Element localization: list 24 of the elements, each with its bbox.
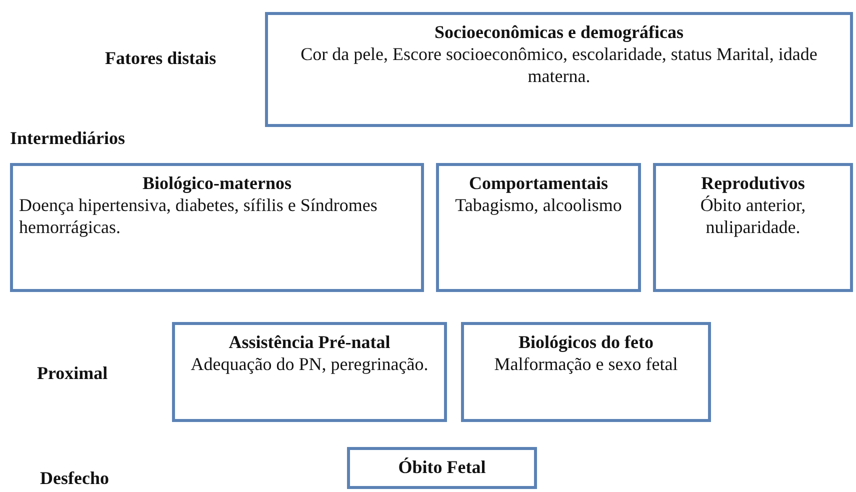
box-description: Óbito anterior, nuliparidade.: [699, 194, 807, 238]
box-description: Adequação do PN, peregrinação.: [190, 353, 430, 375]
level-label: Desfecho: [40, 468, 109, 489]
topic-box: [436, 163, 641, 292]
topic-box: [172, 322, 447, 422]
box-heading: Socioeconômicas e demográficas: [434, 21, 684, 43]
box-description: Doença hipertensiva, diabetes, sífilis e Síndromes hemorrágicas.: [19, 194, 378, 238]
box-description: Cor da pele, Escore socioeconômico, escolaridade, status Marital, idade materna.: [300, 43, 818, 87]
box-heading: Assistência Pré-natal: [228, 331, 390, 353]
level-label: Fatores distais: [105, 48, 216, 69]
topic-box: [265, 12, 853, 127]
box-description: Malformação e sexo fetal: [493, 353, 679, 375]
box-heading: Biológico-maternos: [142, 172, 292, 194]
topic-box: [461, 322, 711, 422]
outcome-box: [347, 447, 537, 489]
box-heading: Biológicos do feto: [518, 331, 654, 353]
topic-box: [10, 163, 424, 292]
box-description: Tabagismo, alcoolismo: [454, 194, 623, 216]
level-label: Proximal: [37, 363, 108, 384]
topic-box: [653, 163, 853, 292]
box-heading: Reprodutivos: [701, 172, 805, 194]
box-heading: Comportamentais: [469, 172, 608, 194]
level-label: Intermediários: [10, 128, 125, 149]
box-heading: Óbito Fetal: [398, 456, 486, 478]
